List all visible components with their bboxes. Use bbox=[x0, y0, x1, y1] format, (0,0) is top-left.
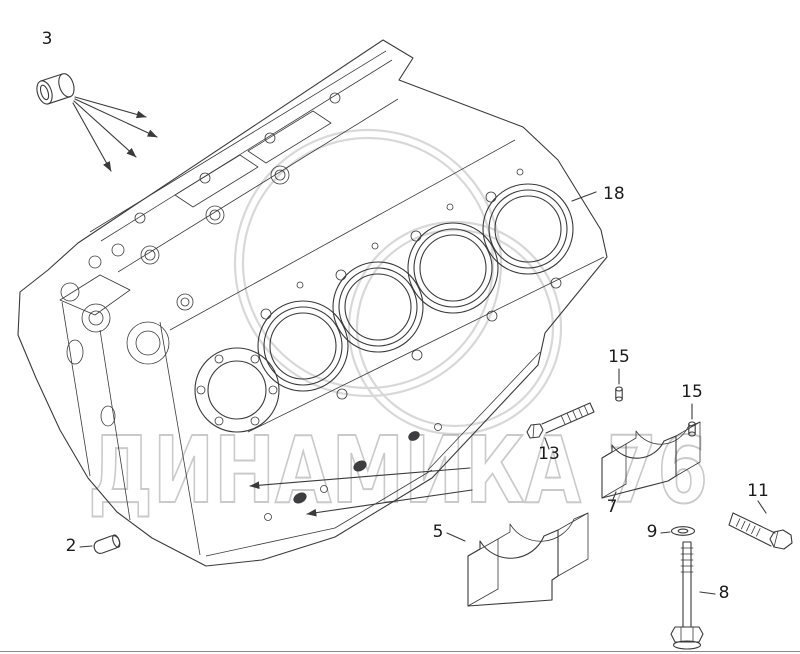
part-labels: 3 18 15 15 13 7 5 9 11 2 8 bbox=[42, 29, 769, 603]
bushing-arrow bbox=[74, 96, 147, 119]
assembly-arrow bbox=[306, 489, 473, 517]
bushing-arrow bbox=[72, 102, 112, 172]
watermark-logo bbox=[233, 128, 563, 436]
engine-block-drawing bbox=[17, 39, 608, 567]
block-deck-edges bbox=[169, 139, 605, 557]
part-label-9: 9 bbox=[647, 522, 658, 542]
part-15-pin-a bbox=[615, 386, 623, 402]
part-label-8: 8 bbox=[719, 583, 730, 603]
part-9-washer bbox=[670, 526, 696, 536]
leader-lines bbox=[79, 191, 767, 595]
part-2-pin bbox=[93, 534, 121, 554]
part-label-2: 2 bbox=[66, 536, 77, 556]
part-label-5: 5 bbox=[433, 522, 444, 542]
part-label-15a: 15 bbox=[608, 347, 630, 367]
bushing-arrow bbox=[73, 100, 137, 158]
watermark-ring bbox=[233, 128, 503, 398]
part-label-7: 7 bbox=[607, 497, 618, 517]
part-label-13: 13 bbox=[538, 444, 560, 464]
pointer-arrows bbox=[72, 96, 473, 517]
bushing-arrow bbox=[74, 98, 158, 138]
part-13-bolt bbox=[526, 402, 595, 439]
watermark-ring bbox=[355, 228, 555, 428]
valley-details bbox=[134, 92, 341, 265]
line-art bbox=[17, 39, 793, 650]
left-side-bosses bbox=[59, 243, 194, 427]
deck-bolt-holes bbox=[260, 168, 562, 400]
part-3-bushing bbox=[36, 73, 75, 105]
watermark-ring bbox=[347, 220, 563, 436]
part-label-15b: 15 bbox=[681, 382, 703, 402]
part-label-3: 3 bbox=[42, 29, 53, 49]
assembly-arrow bbox=[249, 467, 471, 490]
cylinder-bores bbox=[257, 183, 574, 392]
part-8-stud bbox=[670, 541, 704, 650]
part-label-11: 11 bbox=[747, 481, 769, 501]
block-silhouette bbox=[17, 39, 608, 567]
part-5-bearing-cap bbox=[467, 512, 589, 607]
front-flange bbox=[194, 347, 280, 433]
part-7-bearing-cap bbox=[601, 421, 701, 499]
part-11-bolt bbox=[728, 512, 793, 550]
block-top-rail bbox=[89, 50, 399, 273]
part-label-18: 18 bbox=[603, 184, 625, 204]
watermark-text: ДИНАМИКА 76 bbox=[88, 417, 708, 524]
part-15-pin-b bbox=[688, 421, 696, 437]
skirt-details bbox=[61, 301, 442, 556]
